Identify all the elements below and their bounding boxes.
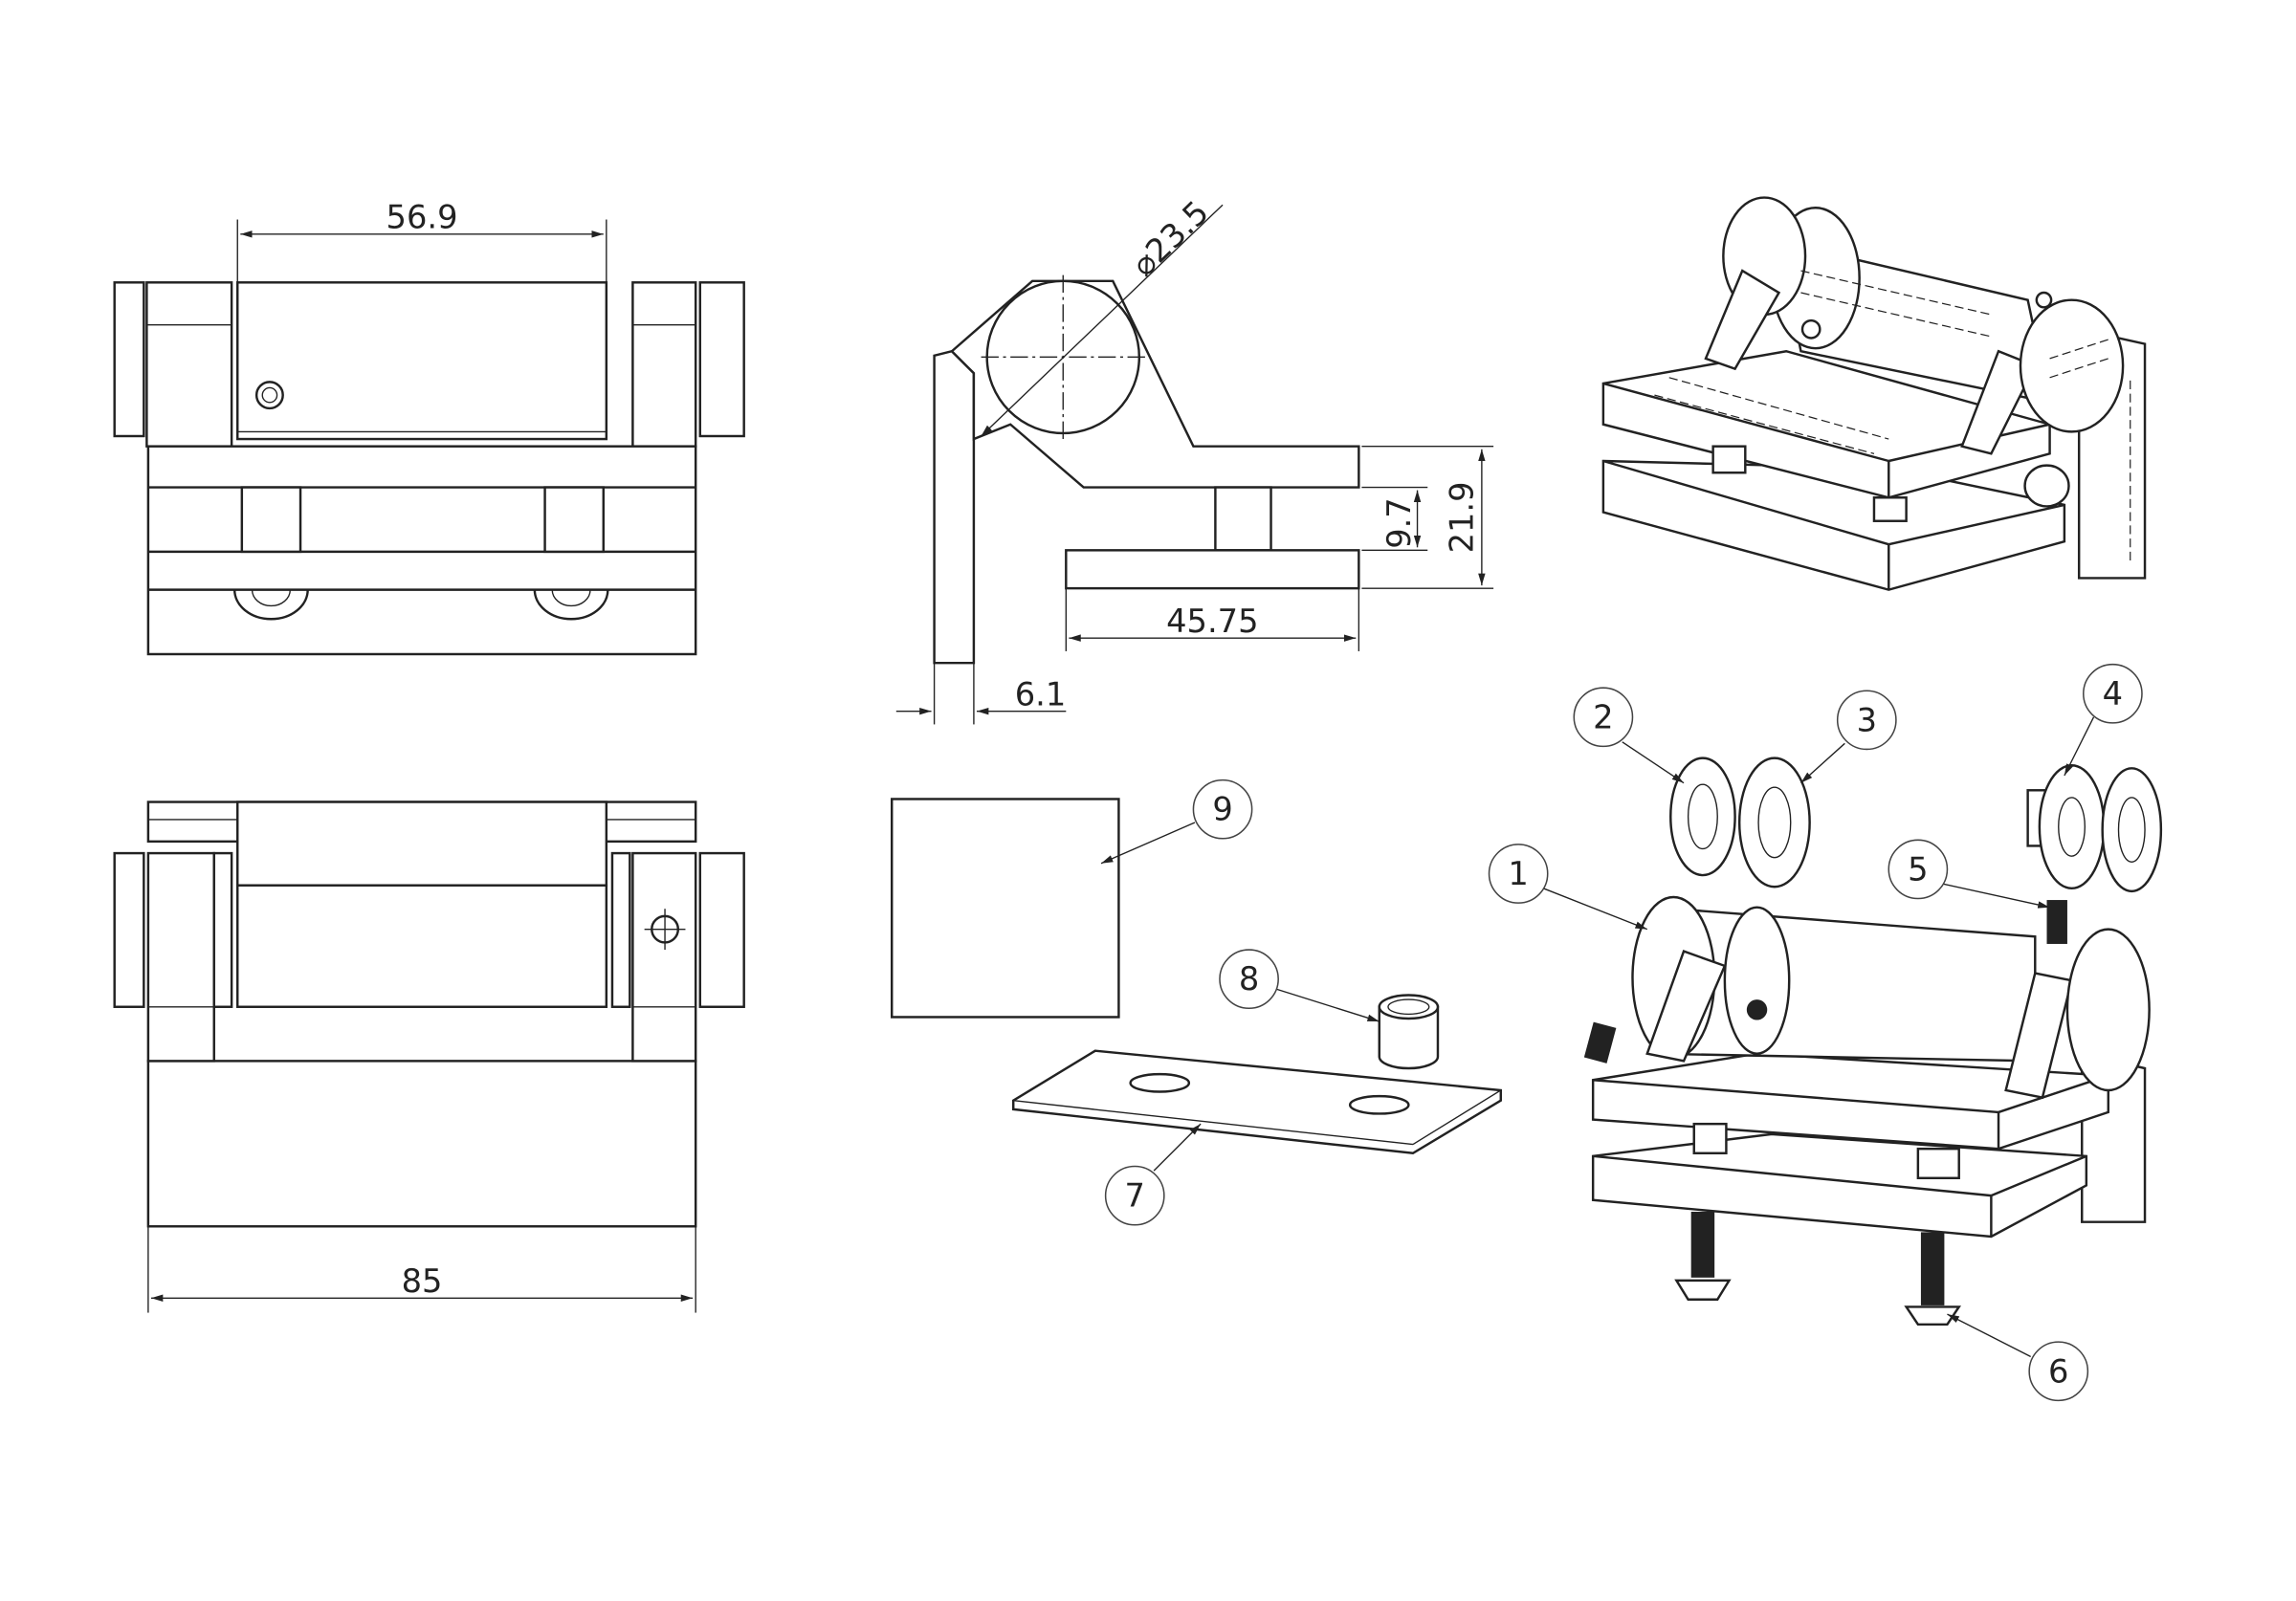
isometric-assembled-view [1601,196,2147,591]
dimension-9-7: 9.7 [1380,497,1418,549]
pad-9 [890,798,1120,1019]
set-screw-icon [254,381,284,410]
balloon-8: 8 [1219,949,1279,1010]
dimension-6-1: 6.1 [1015,676,1067,713]
svg-text:2: 2 [1593,698,1613,735]
balloon-5: 5 [1888,839,1949,900]
svg-text:7: 7 [1125,1177,1145,1215]
screw-6b [1920,1232,1945,1305]
set-screw-5 [2046,900,2067,944]
svg-text:5: 5 [1908,850,1928,888]
dimension-85: 85 [402,1262,443,1300]
dimension-diameter-23-5: ⌀23.5 [1124,193,1216,283]
svg-text:9: 9 [1212,791,1232,828]
bushing-4 [2038,764,2106,890]
svg-text:1: 1 [1508,855,1528,892]
washer-2 [1669,757,1736,877]
dimension-45-75: 45.75 [1166,603,1258,640]
spacer-8 [1378,1005,1440,1070]
front-view: 56.9 [113,199,745,656]
svg-text:3: 3 [1857,701,1877,738]
svg-text:6: 6 [2048,1352,2068,1390]
dimension-21-9: 21.9 [1444,481,1481,553]
svg-text:4: 4 [2103,675,2123,713]
balloon-3: 3 [1836,690,1897,751]
balloon-2: 2 [1573,687,1634,748]
balloon-4: 4 [2083,663,2143,724]
screw-6a [1690,1211,1715,1278]
balloon-1: 1 [1488,844,1549,904]
side-view: ⌀23.5 9.7 21.9 45.75 6.1 [895,193,1494,725]
balloon-leaders [1100,716,2095,1358]
balloon-9: 9 [1192,779,1253,840]
exploded-view [890,757,2163,1327]
washer-3 [1737,757,1811,888]
balloon-7: 7 [1104,1165,1165,1226]
svg-text:8: 8 [1239,960,1259,998]
balloon-6: 6 [2028,1341,2089,1402]
dimension-56-9: 56.9 [386,199,458,236]
top-view: 85 [113,800,745,1313]
